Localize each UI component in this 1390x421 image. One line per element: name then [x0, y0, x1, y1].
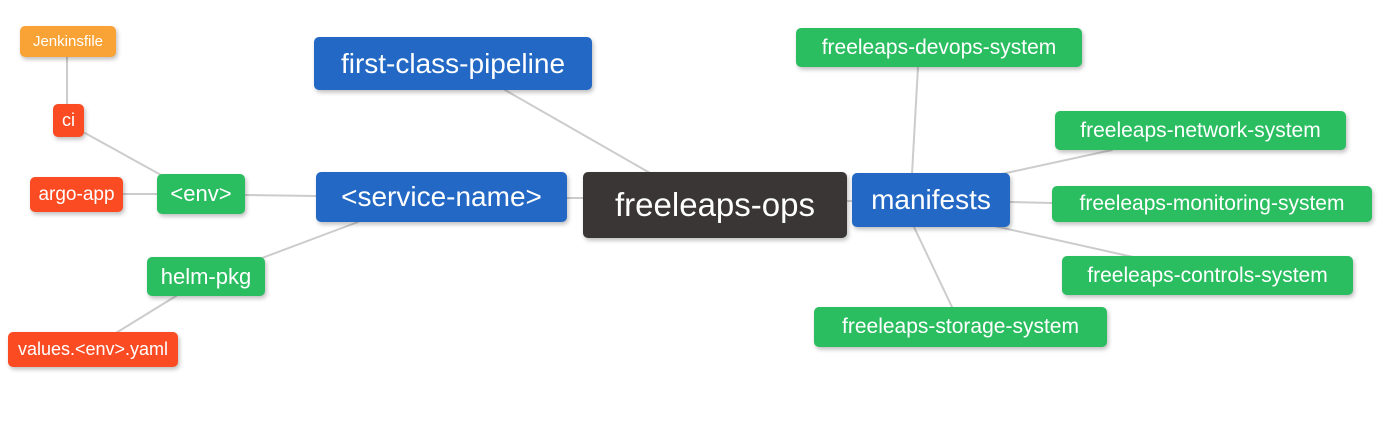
node-freeleaps-storage-system[interactable]: freeleaps-storage-system — [814, 307, 1107, 347]
node-freeleaps-ops[interactable]: freeleaps-ops — [583, 172, 847, 238]
edge-ci-env — [84, 132, 162, 176]
node-env[interactable]: <env> — [157, 174, 245, 214]
node-freeleaps-devops-system[interactable]: freeleaps-devops-system — [796, 28, 1082, 67]
node-jenkinsfile[interactable]: Jenkinsfile — [20, 26, 116, 57]
node-first-class-pipeline[interactable]: first-class-pipeline — [314, 37, 592, 90]
edge-service-name-helm-pkg — [261, 221, 359, 259]
edge-manifests-monitoring-system — [1009, 201, 1053, 204]
edge-env-service-name — [244, 194, 317, 197]
node-freeleaps-monitoring-system[interactable]: freeleaps-monitoring-system — [1052, 186, 1372, 222]
node-freeleaps-controls-system[interactable]: freeleaps-controls-system — [1062, 256, 1353, 295]
edge-manifests-controls-system — [984, 223, 1134, 258]
edge-manifests-devops-system — [911, 66, 919, 175]
node-helm-pkg[interactable]: helm-pkg — [147, 257, 265, 296]
edge-helm-pkg-values-env-yaml — [115, 295, 177, 334]
edge-first-class-pipeline-freeleaps-ops — [504, 89, 651, 174]
node-service-name[interactable]: <service-name> — [316, 172, 567, 222]
node-values-env-yaml[interactable]: values.<env>.yaml — [8, 332, 178, 367]
node-argo-app[interactable]: argo-app — [30, 177, 123, 212]
edge-manifests-storage-system — [913, 226, 953, 308]
node-freeleaps-network-system[interactable]: freeleaps-network-system — [1055, 111, 1346, 150]
node-manifests[interactable]: manifests — [852, 173, 1010, 227]
edge-manifests-network-system — [987, 149, 1113, 178]
node-ci[interactable]: ci — [53, 104, 84, 137]
